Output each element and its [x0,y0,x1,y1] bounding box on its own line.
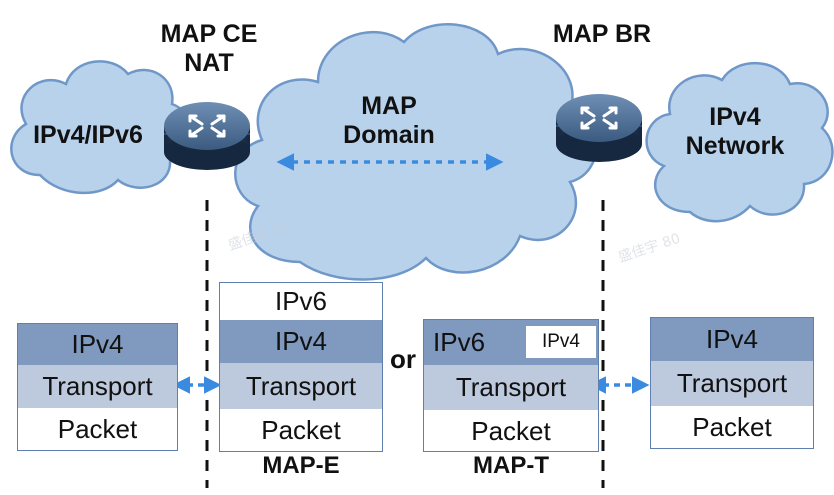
center-cloud-label-line2: Domain [343,120,435,149]
map-ce-title: MAP CE NAT [134,20,284,78]
or-label: or [390,344,416,374]
map-t-caption: MAP-T [473,452,549,479]
map-t-stack-transport: Transport [423,365,599,410]
map-ce-router-icon [164,102,250,170]
left-cloud-shape [10,60,191,195]
right-stack-ipv4: IPv4 [650,317,814,361]
map-br-title: MAP BR [552,20,652,48]
right-stack-packet: Packet [650,406,814,449]
left-stack-transport: Transport [17,365,178,408]
center-cloud-shape [234,23,598,281]
map-e-stack-ipv6: IPv6 [219,282,383,320]
map-t-stack-frame [423,319,599,452]
center-cloud-label: MAP Domain [314,92,464,150]
right-stack-transport: Transport [650,361,814,406]
left-stack-ipv4: IPv4 [17,323,178,365]
map-ce-title-line2: NAT [184,48,234,77]
map-e-stack-transport: Transport [219,363,383,409]
map-t-stack-ipv4-tag: IPv4 [525,325,597,359]
map-br-router-icon [556,94,642,162]
map-e-stack-packet: Packet [219,409,383,452]
center-cloud-label-line1: MAP [361,92,417,120]
map-ce-title-line1: MAP CE [160,20,258,48]
right-cloud-label-line1: IPv4 [709,103,761,131]
map-t-stack-packet: Packet [423,410,599,452]
right-stack-frame [650,317,814,449]
map-e-stack-frame [219,282,383,452]
right-cloud-shape [645,62,834,223]
right-cloud-label: IPv4 Network [650,103,820,161]
map-t-stack-ipv6-label: IPv6 [433,326,486,357]
left-stack-frame [17,323,178,451]
left-stack-packet: Packet [17,408,178,451]
left-cloud-label: IPv4/IPv6 [33,121,143,149]
right-cloud-label-line2: Network [685,131,785,160]
watermark-2: 盛佳宇 80 [616,231,682,266]
map-e-stack-ipv4: IPv4 [219,320,383,363]
map-e-caption: MAP-E [262,452,340,479]
